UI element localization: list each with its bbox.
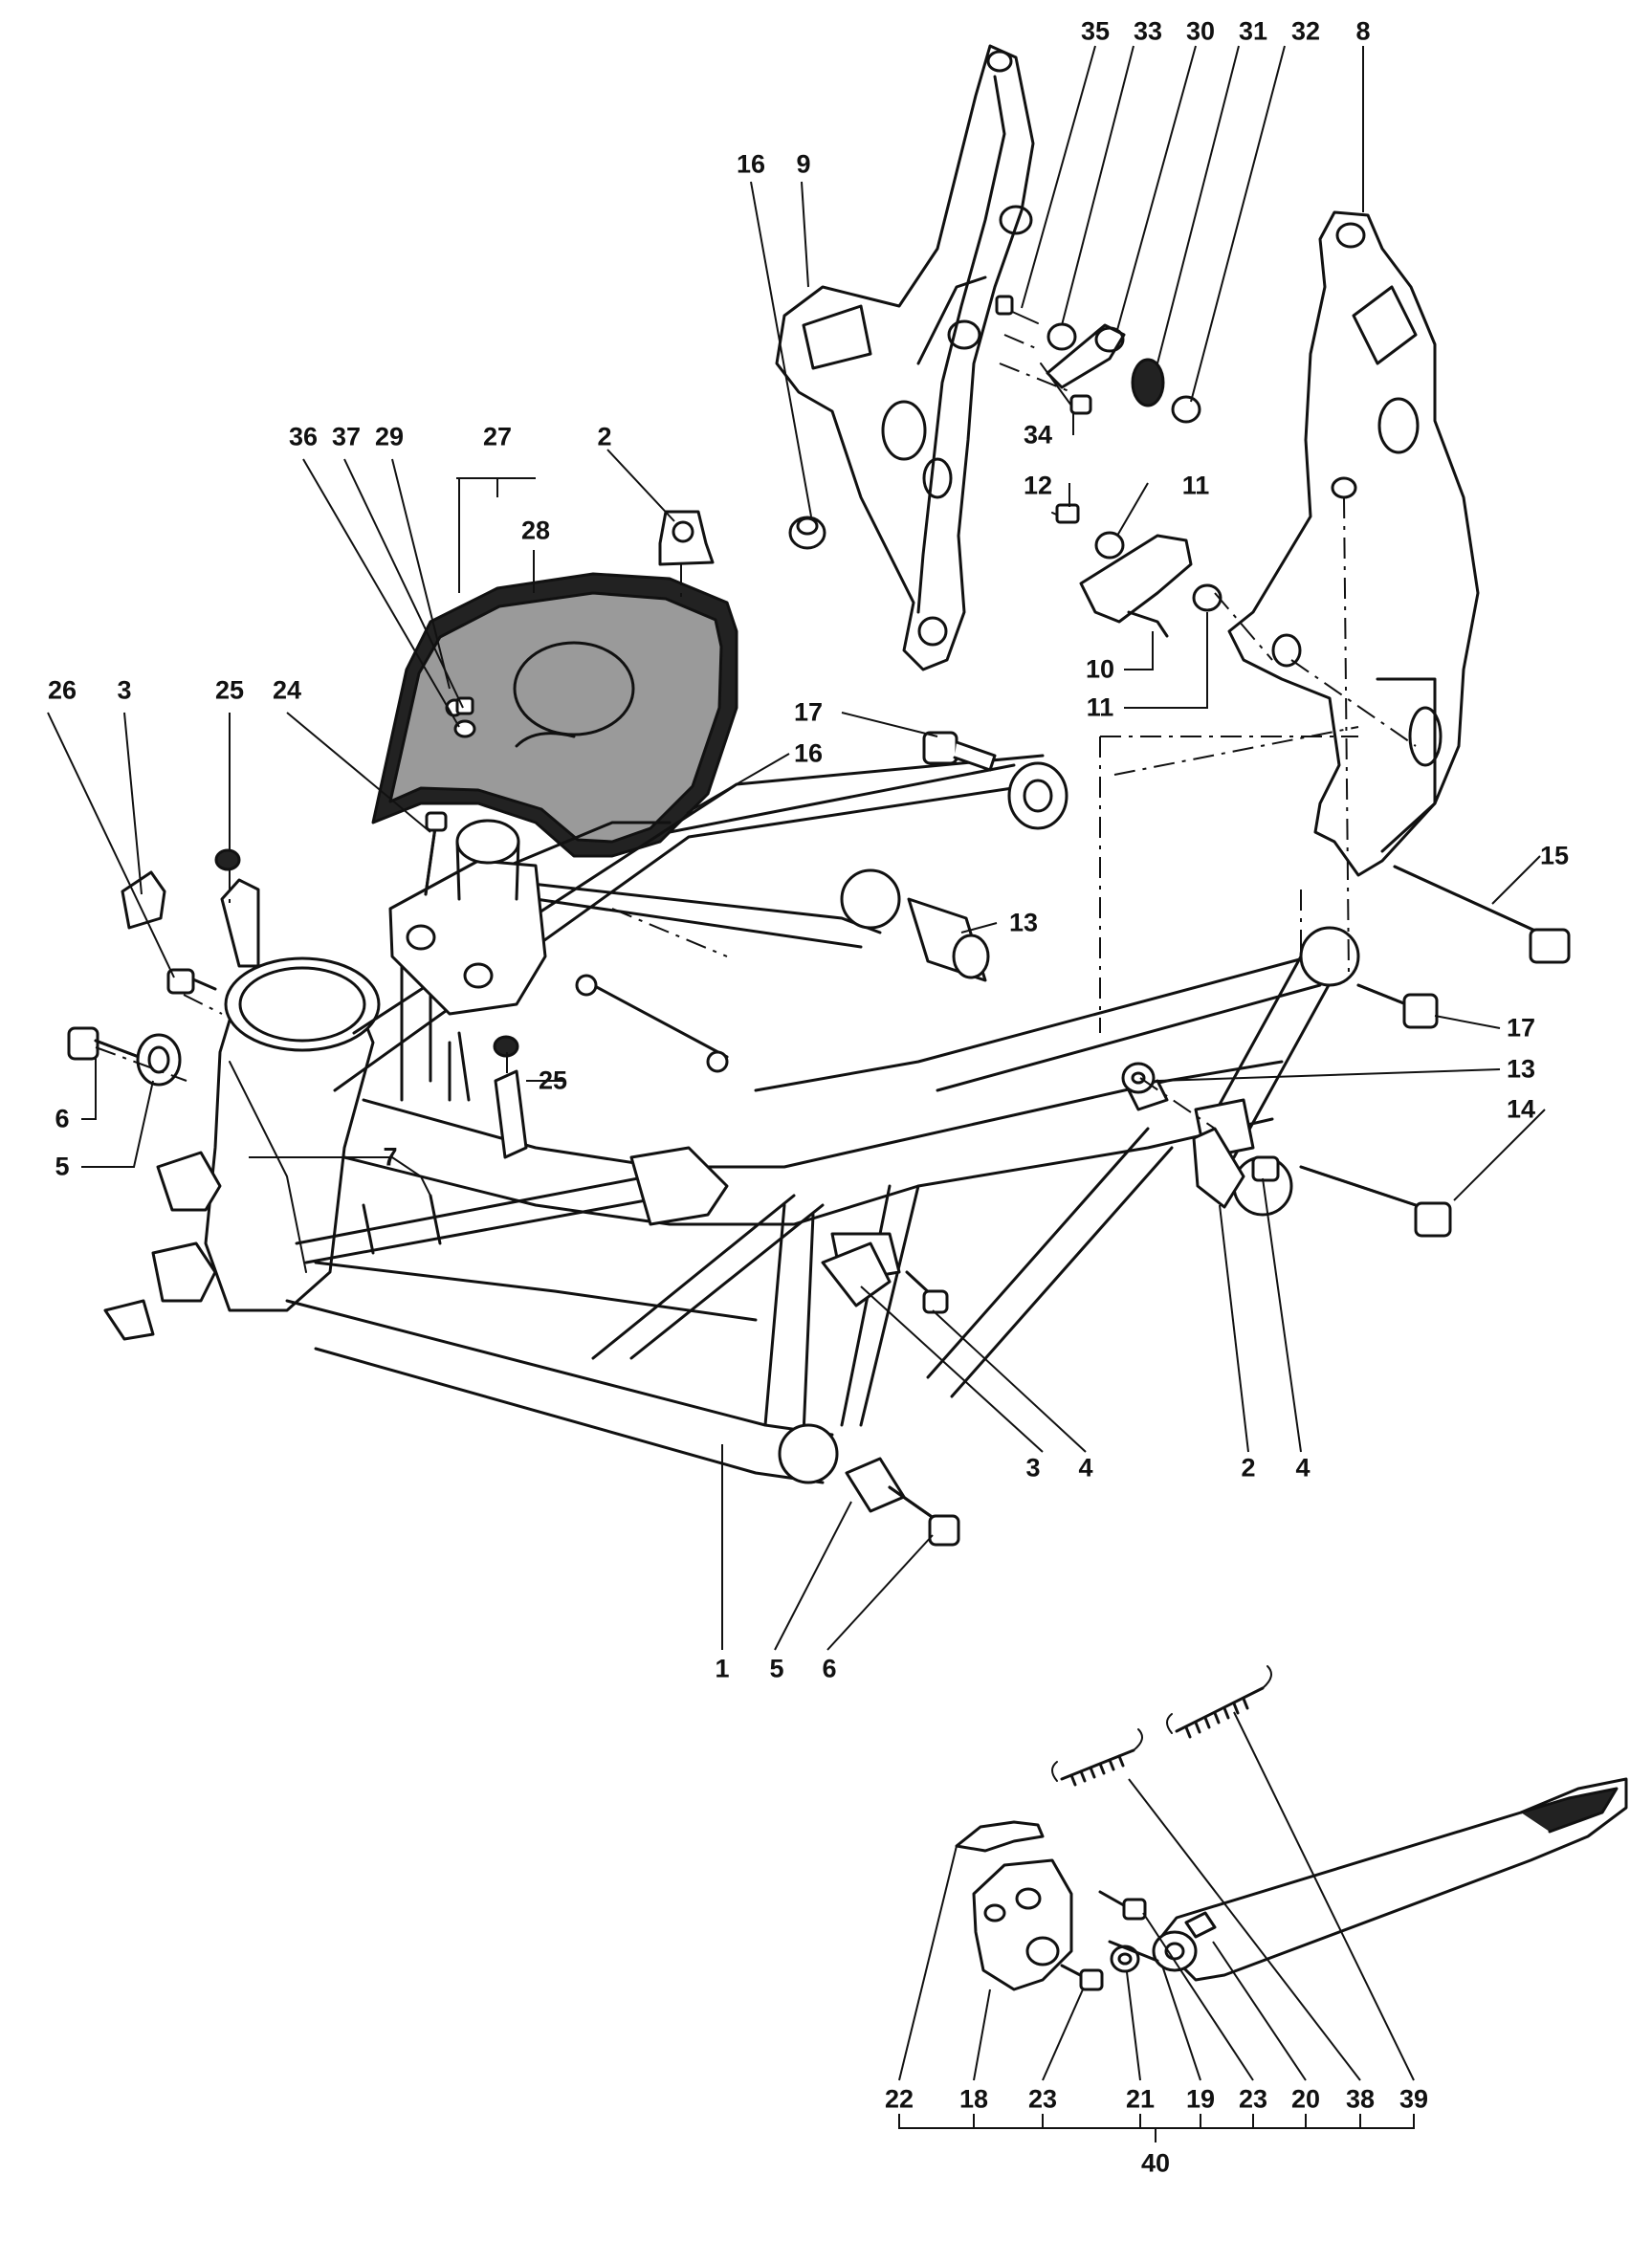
- callout-33: 33: [1133, 16, 1163, 46]
- spacer-13-upper: [907, 897, 990, 982]
- callout-25-upper: 25: [214, 675, 245, 705]
- bolt-4-lower: [905, 1270, 949, 1314]
- callout-2-upper: 2: [597, 422, 612, 451]
- callout-27: 27: [482, 422, 513, 451]
- callout-40: 40: [1140, 2148, 1171, 2178]
- bolt-26: [166, 968, 217, 995]
- callout-38: 38: [1345, 2084, 1376, 2114]
- callout-17-lower: 17: [1506, 1013, 1536, 1043]
- side-plate-bracket-9: [775, 44, 1035, 671]
- callout-28: 28: [520, 516, 551, 545]
- side-stand-20: [1152, 1777, 1628, 1982]
- callout-13-upper: 13: [1008, 908, 1039, 937]
- callout-6-left: 6: [55, 1104, 70, 1133]
- callout-31: 31: [1238, 16, 1268, 46]
- callout-21: 21: [1125, 2084, 1156, 2114]
- callout-36: 36: [288, 422, 319, 451]
- callout-12: 12: [1023, 471, 1053, 500]
- callout-3-upper: 3: [117, 675, 132, 705]
- spring-plate-22: [955, 1820, 1045, 1853]
- callout-34: 34: [1023, 420, 1053, 450]
- assembly-guide-lines: [95, 334, 1417, 1130]
- bolt-15: [1393, 865, 1571, 964]
- callout-25-lower: 25: [538, 1066, 568, 1095]
- callout-20: 20: [1290, 2084, 1321, 2114]
- callout-16-upper: 16: [736, 149, 766, 179]
- clamp-10-assembly: [1051, 503, 1222, 638]
- washer-13-lower: [1121, 1062, 1156, 1094]
- callout-5-left: 5: [55, 1152, 70, 1181]
- callout-37: 37: [331, 422, 362, 451]
- bolt-6-left: [67, 1026, 141, 1061]
- callout-15: 15: [1539, 841, 1570, 870]
- callout-39: 39: [1399, 2084, 1429, 2114]
- spacer-5-left: [136, 1033, 182, 1087]
- callout-23-left: 23: [1027, 2084, 1058, 2114]
- spring-38: [1051, 1728, 1143, 1787]
- bolt-6-lower: [888, 1485, 960, 1547]
- spacer-5-lower: [845, 1457, 906, 1513]
- callout-35: 35: [1080, 16, 1111, 46]
- bolt-17-upper: [922, 731, 997, 772]
- bolt-17-lower: [1356, 983, 1439, 1029]
- callout-26: 26: [47, 675, 77, 705]
- nut-16-upper: [788, 516, 826, 550]
- callout-13-lower: 13: [1506, 1054, 1536, 1084]
- clip-3-lower: [821, 1241, 892, 1307]
- callout-1: 1: [715, 1654, 730, 1683]
- callout-22: 22: [884, 2084, 914, 2114]
- callout-3-lower: 3: [1025, 1453, 1041, 1483]
- main-frame-1: [103, 754, 1360, 1484]
- callout-10: 10: [1085, 654, 1115, 684]
- callout-9: 9: [796, 149, 811, 179]
- bolt-14: [1299, 1165, 1452, 1238]
- callout-6-lower: 6: [822, 1654, 837, 1683]
- callout-8: 8: [1355, 16, 1371, 46]
- clip-2-upper: [658, 510, 715, 566]
- clip-2-lower: [1192, 1127, 1245, 1209]
- spring-39: [1166, 1665, 1272, 1739]
- callout-29: 29: [374, 422, 405, 451]
- bolt-19: [1108, 1940, 1159, 1963]
- callout-14: 14: [1506, 1094, 1536, 1124]
- callout-30: 30: [1185, 16, 1216, 46]
- cap-25-upper: [214, 848, 241, 871]
- stand-bracket-18: [972, 1858, 1073, 1991]
- bolt-24: [424, 811, 448, 896]
- callout-23-right: 23: [1238, 2084, 1268, 2114]
- callout-11-upper: 11: [1181, 471, 1210, 500]
- callout-5-lower: 5: [769, 1654, 784, 1683]
- hardware-group-30-35: [995, 295, 1201, 424]
- callout-24: 24: [272, 675, 302, 705]
- side-plate-bracket-8: [1227, 210, 1480, 877]
- callout-7: 7: [383, 1142, 398, 1172]
- callout-16-lower: 16: [793, 738, 824, 768]
- callout-19: 19: [1185, 2084, 1216, 2114]
- callout-18: 18: [958, 2084, 989, 2114]
- washer-37: [453, 719, 476, 738]
- shield-cover-27-28: [371, 572, 738, 858]
- callout-2-lower: 2: [1241, 1453, 1256, 1483]
- callout-17-upper: 17: [793, 697, 824, 727]
- callout-4-lower: 4: [1078, 1453, 1093, 1483]
- clip-3-upper: [121, 870, 166, 930]
- bolt-4-right: [1251, 1155, 1280, 1182]
- callout-32: 32: [1290, 16, 1321, 46]
- leader-lines: [47, 45, 1546, 2142]
- bolt-23-upper: [1098, 1890, 1147, 1921]
- bolt-23-lower: [1060, 1964, 1104, 1991]
- callout-4-right: 4: [1295, 1453, 1311, 1483]
- callout-11-lower: 11: [1086, 692, 1114, 722]
